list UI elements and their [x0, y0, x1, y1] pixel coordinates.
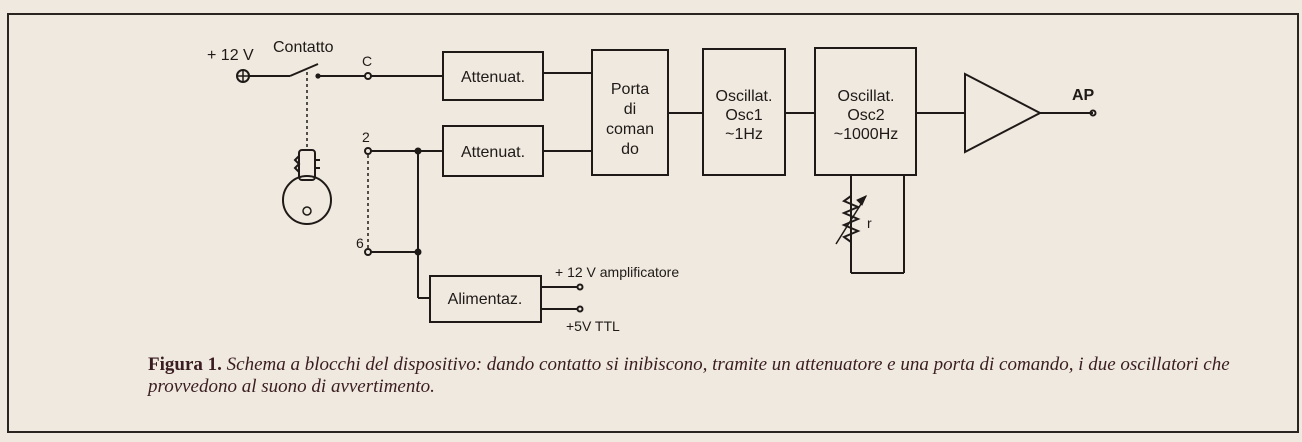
- out-5v-label: +5V TTL: [566, 318, 620, 334]
- gate-label-3: coman: [606, 121, 654, 138]
- caption-text: Schema a blocchi del dispositivo: dando …: [148, 354, 1230, 397]
- gate-label-4: do: [621, 141, 639, 158]
- figure-caption: Figura 1. Schema a blocchi del dispositi…: [148, 354, 1278, 398]
- ignition-switch: [249, 63, 365, 150]
- switch-label: Contatto: [273, 39, 334, 56]
- gate-label-1: Porta: [611, 81, 649, 98]
- amplifier-triangle: [964, 72, 1043, 154]
- node-c: [364, 72, 372, 80]
- osc2-block: [814, 47, 917, 176]
- osc2-label-3: ~1000Hz: [834, 126, 899, 143]
- attenuator-2-label: Attenuat.: [461, 144, 525, 161]
- attenuator-block-2: [442, 125, 544, 177]
- osc1-block: [702, 48, 786, 176]
- power-supply-block: [429, 275, 542, 323]
- out-12v-label: + 12 V amplificatore: [555, 264, 679, 280]
- node-6: [364, 248, 372, 256]
- caption-figure-label: Figura 1.: [148, 354, 222, 375]
- osc1-label-3: ~1Hz: [725, 126, 763, 143]
- osc1-label-2: Osc1: [725, 107, 762, 124]
- output-label: AP: [1072, 87, 1095, 104]
- node-2: [364, 147, 372, 155]
- output-terminal: [576, 305, 584, 313]
- supply-label: + 12 V: [207, 47, 254, 64]
- junction-dot: [414, 248, 422, 256]
- gate-label-2: di: [624, 101, 636, 118]
- attenuator-1-label: Attenuat.: [461, 69, 525, 86]
- osc2-label-2: Osc2: [847, 107, 884, 124]
- resistor-label: r: [867, 215, 872, 231]
- wires: [371, 72, 1093, 310]
- junction-dot: [414, 147, 422, 155]
- node-c-label: C: [362, 53, 372, 69]
- key-icon: [282, 149, 332, 225]
- node-6-label: 6: [356, 235, 364, 251]
- gate-block: [591, 49, 669, 176]
- osc1-label-1: Oscillat.: [716, 88, 773, 105]
- variable-resistor-icon: [835, 195, 867, 245]
- power-supply-label: Alimentaz.: [448, 291, 523, 308]
- figure-frame: [7, 13, 1299, 433]
- output-terminal: [1089, 109, 1097, 117]
- node-2-label: 2: [362, 129, 370, 145]
- supply-terminal: [236, 69, 250, 83]
- output-terminal: [576, 283, 584, 291]
- attenuator-block-1: [442, 51, 544, 101]
- osc2-label-1: Oscillat.: [838, 88, 895, 105]
